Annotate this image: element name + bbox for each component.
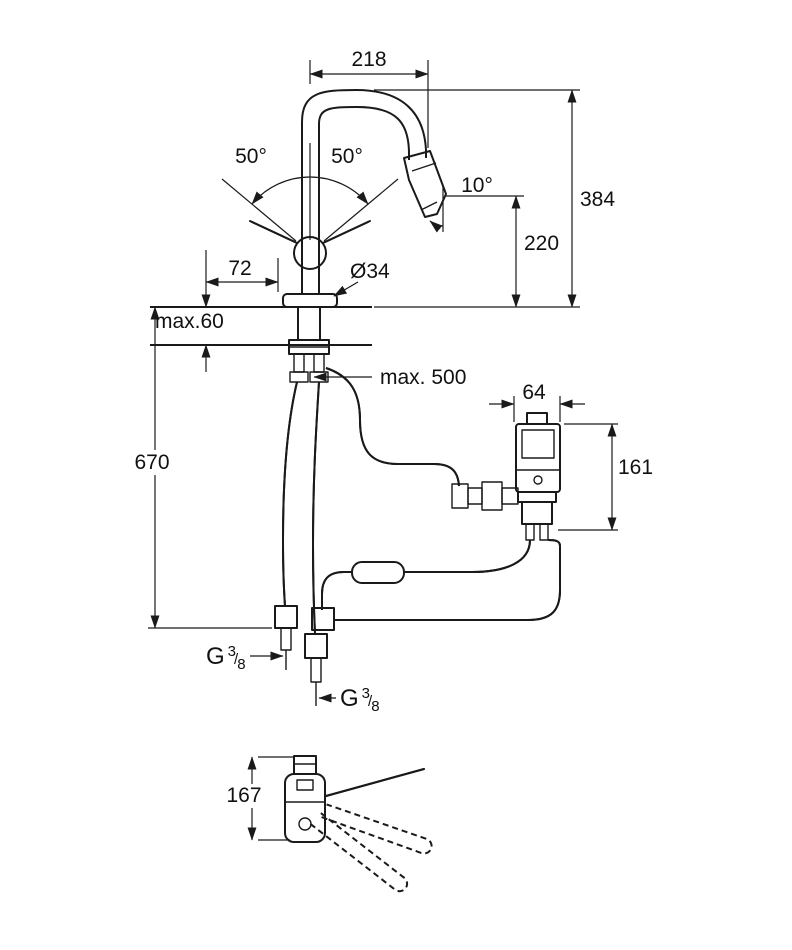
supply-hoses <box>274 381 328 706</box>
dim-handle-clearance: 72 <box>228 257 251 280</box>
connection-hose <box>311 539 561 631</box>
inline-filter <box>351 561 405 584</box>
dim-base-diameter: Ø34 <box>350 260 390 283</box>
spray-hose <box>325 367 519 511</box>
dim-hose-length: max. 500 <box>380 366 466 389</box>
thread-right-slash: / <box>368 693 373 710</box>
thread-left-slash: / <box>234 651 239 668</box>
lever-handle <box>249 220 371 270</box>
dim-plan-depth: 167 <box>226 784 261 807</box>
thread-right-numerator: 3 <box>362 685 370 702</box>
thread-right-denominator: 8 <box>371 698 379 715</box>
dim-total-height: 384 <box>580 188 615 211</box>
plan-view <box>284 755 433 893</box>
dim-box-height: 161 <box>618 456 653 479</box>
elbow-fitting <box>311 607 335 631</box>
label-mask <box>222 784 266 808</box>
base-flange <box>282 293 338 308</box>
dim-deck-thickness: max.60 <box>155 310 224 333</box>
label-mask <box>129 450 175 475</box>
dim-install-height: 670 <box>134 451 169 474</box>
dim-outlet-height: 220 <box>524 232 559 255</box>
mounting-shank <box>288 307 330 383</box>
thread-right-prefix: G <box>340 685 359 712</box>
dim-spout-reach: 218 <box>351 48 386 71</box>
spout <box>301 89 447 294</box>
dim-swivel-left: 50° <box>235 145 267 168</box>
spray-head <box>403 150 447 218</box>
thread-left-denominator: 8 <box>237 656 245 673</box>
control-box <box>515 412 561 541</box>
handle-ball <box>293 236 327 270</box>
dimension-labels: 218 384 220 50° 50° 10° 72 Ø34 max.60 ma… <box>129 48 653 808</box>
thread-left-prefix: G <box>206 643 225 670</box>
dim-spray-angle: 10° <box>461 174 493 197</box>
faucet-elevation <box>150 89 561 893</box>
dim-swivel-right: 50° <box>331 145 363 168</box>
filter-hose <box>321 539 531 610</box>
dimension-lines <box>148 60 618 841</box>
thread-left-numerator: 3 <box>228 643 236 660</box>
dim-box-width: 64 <box>522 381 546 404</box>
